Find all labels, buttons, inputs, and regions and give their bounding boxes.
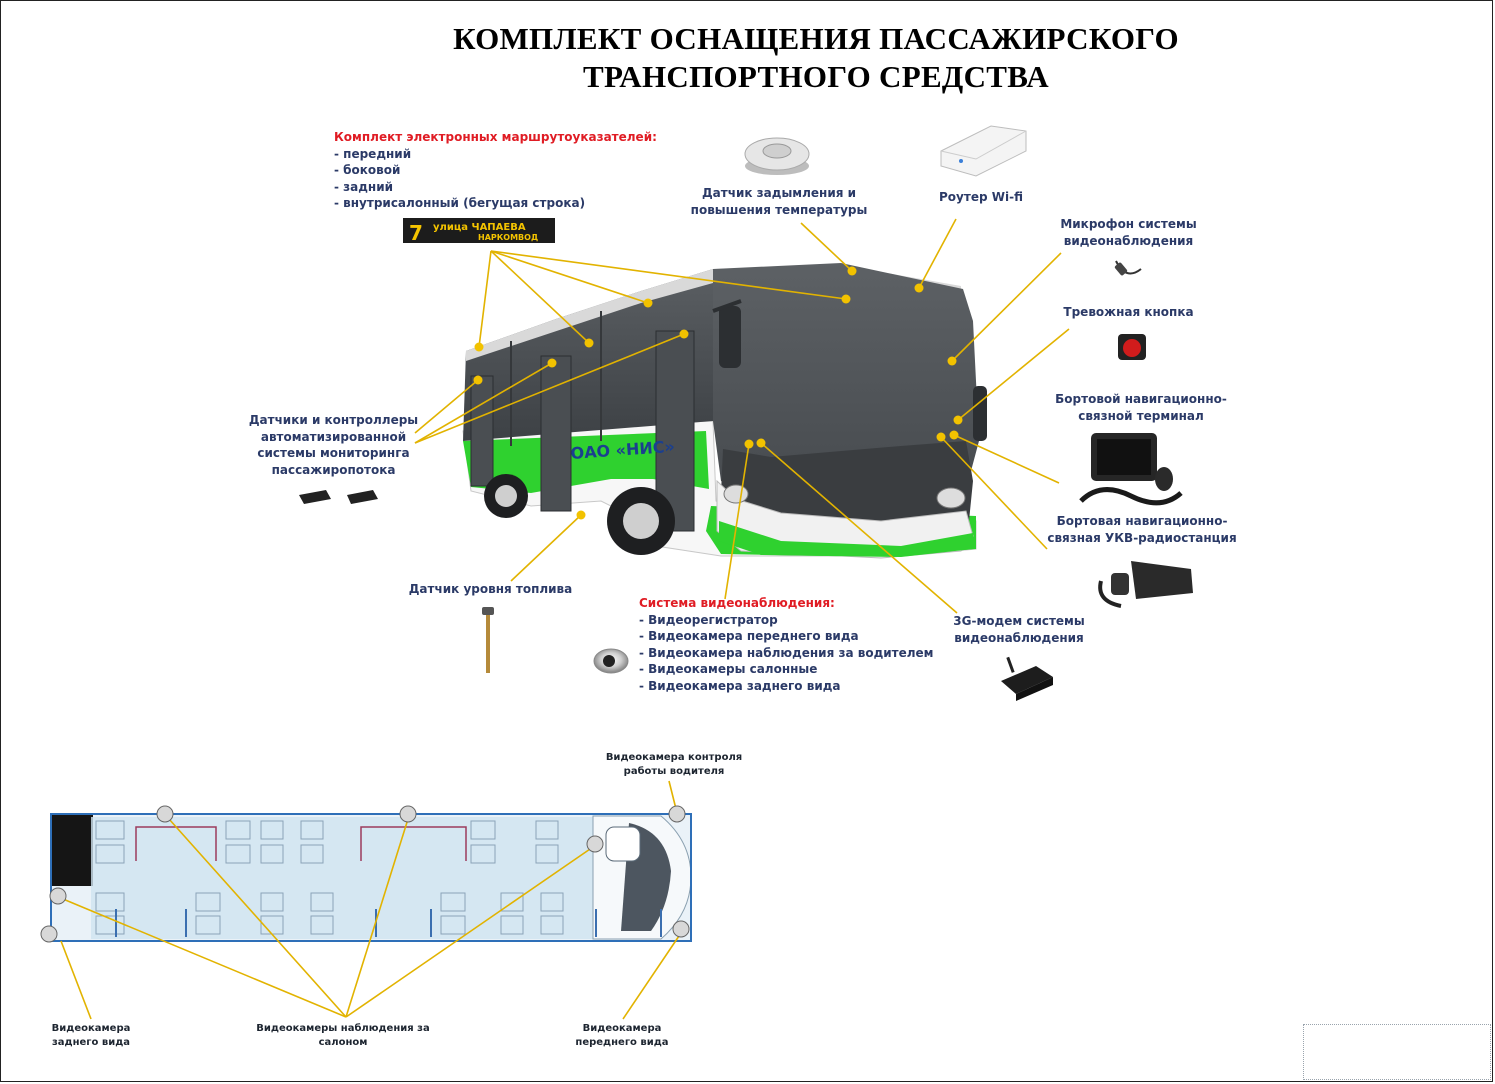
modem-3g-label-line1: 3G-модем системы <box>953 614 1085 628</box>
passenger-sensors-label-line4: пассажиропотока <box>271 462 396 477</box>
passenger-sensors-label: Датчики и контроллеры автоматизированной… <box>246 412 421 478</box>
fuel-sensor-label: Датчик уровня топлива <box>408 582 573 596</box>
video-system-block: Система видеонаблюдения: - Видеорегистра… <box>639 595 934 694</box>
modem-3g-label: 3G-модем системы видеонаблюдения <box>944 613 1094 646</box>
route-signs-block: Комплект электронных маршрутоуказателей:… <box>334 129 657 212</box>
rear-camera-label-line2: заднего вида <box>51 1037 131 1048</box>
cabin-cameras-label-line2: салоном <box>318 1037 368 1048</box>
alarm-button-label: Тревожная кнопка <box>1063 305 1194 319</box>
video-system-item: - Видеокамера заднего вида <box>639 678 841 693</box>
plan-engine-block <box>51 814 93 886</box>
alarm-button-icon <box>1118 334 1146 360</box>
page-title-line2: ТРАНСПОРТНОГО СРЕДСТВА <box>583 59 1049 94</box>
route-stop: НАРКОМВОД <box>478 233 538 242</box>
router-label: Роутер Wi-fi <box>939 190 1023 204</box>
video-system-item: - Видеорегистратор <box>639 612 778 627</box>
nav-terminal-label-line2: связной терминал <box>1078 408 1204 423</box>
radio-station-label-line1: Бортовая навигационно- <box>1056 514 1228 528</box>
microphone-icon <box>1114 260 1142 276</box>
rear-camera-label-line1: Видеокамера <box>51 1023 131 1034</box>
bus-illustration: ОАО «НИС» <box>462 263 987 559</box>
modem-3g-label-line2: видеонаблюдения <box>954 630 1084 645</box>
driver-camera-label-line1: Видеокамера контроля <box>605 752 743 763</box>
plan-camera-icon <box>672 920 690 938</box>
route-street: улица ЧАПАЕВА <box>433 222 526 233</box>
plan-camera-icon <box>49 887 67 905</box>
radio-station-label-line2: связная УКВ-радиостанция <box>1047 530 1237 545</box>
fuel-sensor-icon <box>482 607 494 673</box>
rear-camera-label: Видеокамера заднего вида <box>36 1022 146 1050</box>
smoke-sensor-label: Датчик задымления и повышения температур… <box>684 185 874 218</box>
driver-camera-label: Видеокамера контроля работы водителя <box>599 751 749 779</box>
page-title: КОМПЛЕКТ ОСНАЩЕНИЯ ПАССАЖИРСКОГО ТРАНСПО… <box>366 20 1266 96</box>
passenger-sensors-label-line1: Датчики и контроллеры <box>248 413 419 427</box>
video-system-item: - Видеокамера наблюдения за водителем <box>639 645 934 660</box>
route-signs-item: - внутрисалонный (бегущая строка) <box>334 196 586 210</box>
page-title-line1: КОМПЛЕКТ ОСНАЩЕНИЯ ПАССАЖИРСКОГО <box>453 21 1179 56</box>
passenger-sensor-icon <box>299 490 378 504</box>
cabin-cameras-label: Видеокамеры наблюдения за салоном <box>253 1022 433 1050</box>
passenger-sensors-label-line2: автоматизированной <box>260 429 407 444</box>
front-camera-label-line2: переднего вида <box>575 1037 669 1048</box>
bus-green-stripe <box>463 431 709 493</box>
route-signs-item: - задний <box>334 179 394 194</box>
driver-camera-label-line2: работы водителя <box>623 766 725 777</box>
callout-lines <box>414 218 1070 614</box>
smoke-sensor-icon <box>744 137 810 175</box>
modem-3g-icon <box>1001 656 1053 701</box>
video-system-list: - Видеорегистратор - Видеокамера передне… <box>639 612 934 695</box>
nav-terminal-icon <box>1079 433 1183 506</box>
plan-camera-icon <box>399 805 417 823</box>
smoke-sensor-label-line1: Датчик задымления и <box>701 186 857 200</box>
bus-floor-plan <box>50 813 692 942</box>
smoke-sensor-label-line2: повышения температуры <box>690 202 868 217</box>
front-camera-label: Видеокамера переднего вида <box>567 1022 677 1050</box>
video-system-item: - Видеокамеры салонные <box>639 662 818 676</box>
router-icon <box>940 125 1027 177</box>
route-signs-item: - передний <box>334 146 412 161</box>
route-signs-item: - боковой <box>334 163 401 177</box>
nav-terminal-label: Бортовой навигационно- связной терминал <box>1051 391 1231 424</box>
microphone-label-line1: Микрофон системы <box>1060 217 1197 231</box>
plan-cameras <box>40 805 690 943</box>
video-system-heading: Система видеонаблюдения: <box>639 596 835 610</box>
plan-camera-icon <box>668 805 686 823</box>
video-system-item: - Видеокамера переднего вида <box>639 629 859 643</box>
dome-camera-icon <box>593 648 629 674</box>
route-signs-list: - передний - боковой - задний - внутриса… <box>334 146 657 212</box>
callout-dots <box>473 266 963 520</box>
empty-dotted-box <box>1303 1024 1491 1080</box>
plan-camera-icon <box>586 835 604 853</box>
radio-station-label: Бортовая навигационно- связная УКВ-радио… <box>1047 513 1237 546</box>
plan-camera-icon <box>156 805 174 823</box>
passenger-sensors-label-line3: системы мониторинга <box>257 446 410 460</box>
front-camera-label-line1: Видеокамера <box>582 1023 662 1034</box>
microphone-label-line2: видеонаблюдения <box>1063 233 1194 248</box>
plan-camera-icon <box>40 925 58 943</box>
cabin-cameras-label-line1: Видеокамеры наблюдения за <box>256 1023 430 1034</box>
route-signs-heading: Комплект электронных маршрутоуказателей: <box>334 130 657 144</box>
radio-station-icon <box>1098 561 1193 608</box>
route-sign-display: 7 улица ЧАПАЕВА НАРКОМВОД <box>403 218 555 245</box>
route-number: 7 <box>409 221 423 245</box>
microphone-label: Микрофон системы видеонаблюдения <box>1046 216 1211 249</box>
nav-terminal-label-line1: Бортовой навигационно- <box>1055 392 1227 406</box>
